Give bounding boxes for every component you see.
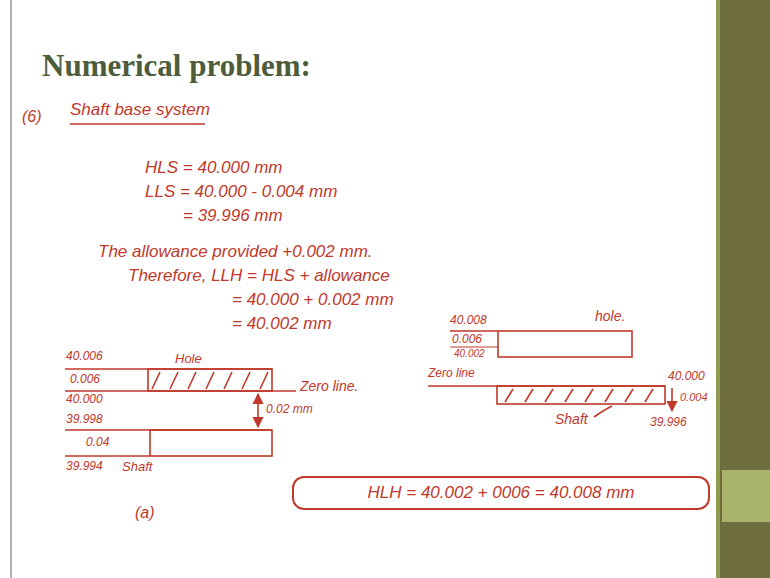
shaft-zone	[497, 386, 665, 404]
handwritten-note: = 40.002 mm	[232, 314, 332, 334]
limit-line	[450, 347, 498, 348]
handwritten-note: 40.000	[668, 370, 705, 384]
handwritten-note: 39.996	[650, 416, 687, 430]
shaft-zone	[150, 430, 272, 456]
limit-line	[65, 455, 150, 457]
zero-line	[65, 390, 296, 392]
underline	[70, 123, 205, 125]
side-bar-block	[722, 470, 770, 522]
handwritten-note: 40.008	[450, 314, 487, 328]
handwritten-note: The allowance provided +0.002 mm.	[98, 242, 373, 262]
formula-text: HLH = 40.002 + 0006 = 40.008 mm	[368, 483, 635, 503]
slide-border	[10, 0, 12, 578]
hatching	[505, 389, 653, 402]
hole-zone	[498, 331, 632, 357]
handwritten-note: Shaft	[122, 460, 152, 475]
handwritten-note: HLS = 40.000 mm	[145, 158, 283, 178]
slide-title: Numerical problem:	[42, 48, 311, 84]
handwritten-note: Zero line.	[300, 378, 358, 394]
handwritten-note: LLS = 40.000 - 0.004 mm	[145, 182, 337, 202]
limit-line	[450, 330, 498, 332]
leader-line	[594, 406, 612, 417]
handwritten-note: 40.006	[66, 350, 103, 364]
handwritten-note: 39.994	[66, 460, 103, 474]
handwritten-note: 39.998	[66, 413, 103, 427]
dimension-arrow	[671, 388, 673, 411]
handwritten-note: 40.000	[66, 393, 103, 407]
handwritten-note: hole.	[595, 308, 625, 324]
handwritten-note: 0.004	[680, 391, 708, 404]
dimension-arrow	[257, 394, 259, 427]
handwritten-note: 0.04	[86, 436, 109, 450]
handwritten-note: (6)	[22, 108, 42, 126]
handwritten-note: 0.006	[70, 373, 100, 387]
handwritten-note: 0.006	[452, 333, 482, 347]
side-bar	[716, 0, 770, 578]
handwritten-note: = 39.996 mm	[183, 206, 283, 226]
handwritten-note: Zero line	[428, 367, 475, 381]
hatching	[152, 372, 268, 389]
handwritten-note: Therefore, LLH = HLS + allowance	[128, 266, 390, 286]
handwritten-note: 0.02 mm	[266, 403, 313, 417]
handwritten-note: 40.002	[454, 348, 485, 360]
handwritten-note: Hole	[175, 352, 202, 367]
handwritten-note: Shaft	[555, 411, 588, 427]
hole-zone	[148, 369, 272, 391]
handwritten-note: (a)	[135, 504, 155, 522]
side-bar-edge	[716, 0, 720, 578]
handwritten-note: = 40.000 + 0.002 mm	[232, 290, 394, 310]
result-box: HLH = 40.002 + 0006 = 40.008 mm	[292, 476, 710, 510]
handwritten-note: Shaft base system	[70, 100, 210, 120]
handwritten-strokes	[65, 124, 672, 456]
